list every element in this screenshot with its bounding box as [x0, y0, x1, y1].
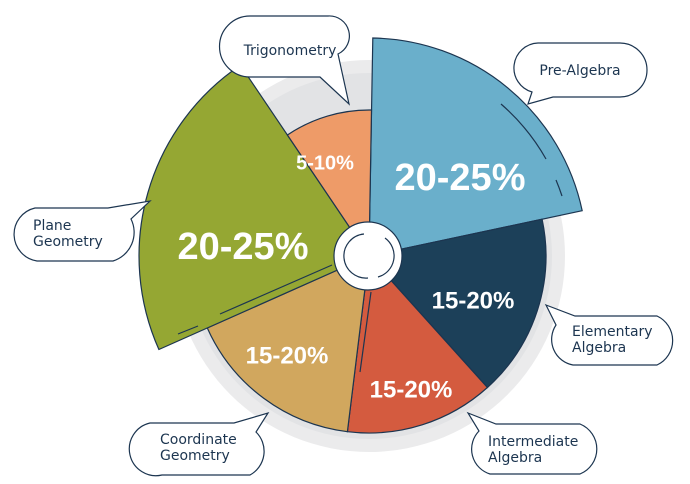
center-hub: [333, 221, 403, 291]
callout-label: Algebra: [572, 340, 626, 356]
slice-value-label: 15-20%: [246, 342, 329, 369]
callout-elementary-algebra: Elementary Algebra: [544, 303, 674, 366]
callout-label: Intermediate: [488, 434, 578, 450]
callout-label: Pre-Algebra: [539, 63, 620, 79]
callout-label: Plane: [33, 218, 71, 234]
callout-label: Elementary: [572, 324, 653, 340]
slice-value-label: 20-25%: [178, 226, 309, 268]
callout-label: Algebra: [488, 450, 542, 466]
callout-plane-geometry: Plane Geometry: [13, 200, 152, 262]
slice-coordinate-geometry: [206, 255, 370, 433]
callout-label: Geometry: [33, 234, 103, 250]
decor-line-plane-geometry-2: [177, 325, 199, 335]
callout-intermediate-algebra: Intermediate Algebra: [466, 411, 598, 475]
decor-line-intermediate: [359, 291, 372, 373]
slice-value-label: 15-20%: [370, 376, 453, 403]
slice-trigonometry: [286, 109, 373, 258]
slice-intermediate-algebra: [346, 254, 489, 434]
callout-label: Trigonometry: [243, 43, 337, 59]
slice-pre-algebra: [368, 37, 583, 257]
slice-plane-geometry: [138, 64, 370, 351]
callout-coordinate-geometry: Coordinate Geometry: [128, 411, 270, 477]
decor-arc-pre-algebra: [500, 103, 547, 160]
callout-label: Geometry: [160, 448, 230, 464]
callout-trigonometry: Trigonometry: [218, 15, 350, 106]
slice-value-label: 5-10%: [296, 152, 354, 174]
decor-arc-pre-algebra-2: [555, 179, 563, 197]
decor-line-plane-geometry: [219, 264, 333, 315]
slice-elementary-algebra: [367, 218, 547, 389]
callout-pre-algebra: Pre-Algebra: [513, 42, 648, 105]
slice-value-label: 20-25%: [395, 157, 526, 199]
callout-label: Coordinate: [160, 432, 237, 448]
slice-value-label: 15-20%: [432, 287, 515, 314]
